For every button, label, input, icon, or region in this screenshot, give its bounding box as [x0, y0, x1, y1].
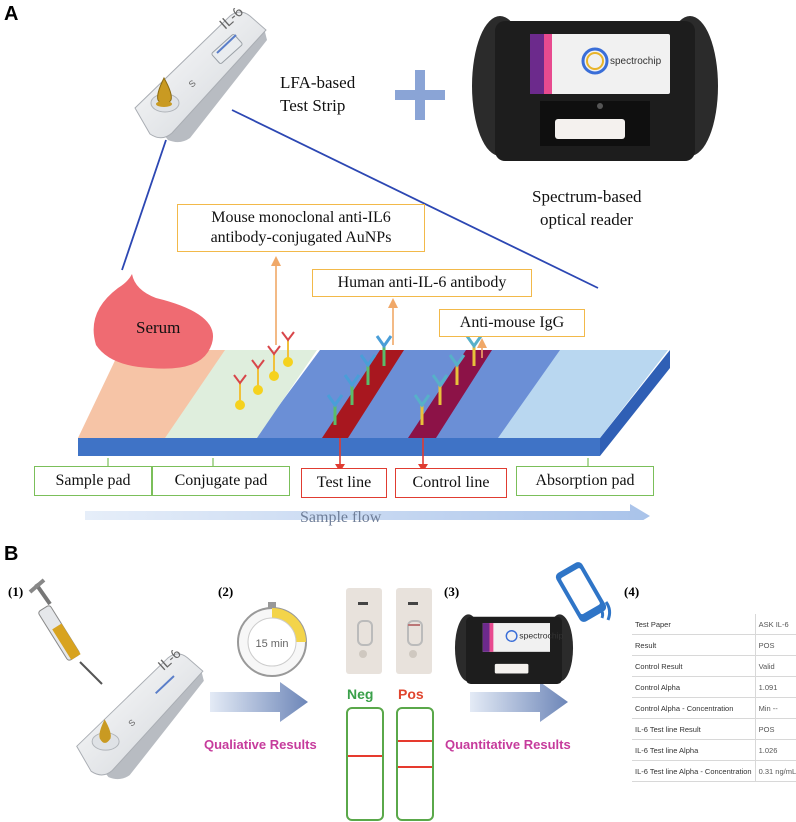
panel-b-reader-brand: spectrochip — [519, 630, 563, 640]
sample-pad-shape — [78, 350, 228, 438]
neg-strip-schematic — [346, 707, 384, 821]
reader-label-line1: Spectrum-based — [532, 187, 642, 206]
conjugate-callout-line2: antibody-conjugated AuNPs — [210, 229, 392, 246]
sample-pad-label: Sample pad — [34, 466, 152, 496]
test-line-antibodies — [326, 335, 393, 425]
arrow-to-reader — [470, 682, 568, 722]
conjugate-callout: Mouse monoclonal anti-IL6 antibody-conju… — [177, 204, 425, 252]
panel-b-letter: B — [4, 543, 19, 565]
panel-b-test-strip: IL-6 S — [76, 650, 204, 780]
step-3-label: (3) — [444, 584, 460, 599]
test-line-label: Test line — [301, 468, 387, 498]
test-strip-illustration: IL-6 S — [134, 8, 267, 143]
pos-test-line — [398, 766, 432, 768]
strip-label-line2: Test Strip — [280, 96, 346, 115]
plus-sign — [395, 70, 445, 120]
timer-label: 15 min — [255, 638, 288, 650]
test-line-shape — [322, 350, 404, 438]
control-line-shape — [408, 350, 492, 438]
panel-b-reader: spectrochip — [454, 614, 574, 684]
neg-label: Neg — [347, 686, 374, 702]
serum-drop — [93, 274, 214, 369]
reader-label-line2: optical reader — [540, 210, 633, 229]
neg-cassette-photo — [346, 588, 382, 674]
pos-strip-schematic — [396, 707, 434, 821]
smartphone-icon — [555, 562, 612, 622]
control-line-antibodies — [413, 335, 483, 425]
control-line-label: Control line — [395, 468, 507, 498]
conjugate-callout-line1: Mouse monoclonal anti-IL6 — [211, 209, 391, 226]
antimouse-igg-callout: Anti-mouse IgG — [439, 309, 585, 337]
aunp-conjugates — [233, 331, 295, 410]
optical-reader-illustration: spectrochip — [472, 16, 718, 161]
absorption-pad-shape — [498, 350, 668, 438]
serum-label: Serum — [136, 318, 181, 337]
strip-s-label: S — [187, 78, 198, 89]
human-antibody-callout: Human anti-IL-6 antibody — [312, 269, 532, 297]
panel-a-letter: A — [4, 3, 19, 25]
arrow-to-results — [210, 682, 308, 722]
lfa-strip-diagram — [78, 256, 670, 520]
syringe-icon — [28, 578, 103, 685]
step-4-label: (4) — [624, 584, 640, 599]
qualitative-results-label: Qualiative Results — [204, 737, 317, 752]
quantitative-results-label: Quantitative Results — [445, 737, 571, 752]
conjugate-pad-label: Conjugate pad — [152, 466, 290, 496]
pos-label: Pos — [398, 686, 424, 702]
step-1-label: (1) — [8, 584, 24, 599]
absorption-pad-label: Absorption pad — [516, 466, 654, 496]
pos-cassette-photo — [396, 588, 432, 674]
step-2-label: (2) — [218, 584, 234, 599]
reader-brand: spectrochip — [610, 56, 662, 67]
pos-control-line — [398, 740, 432, 742]
sample-flow-label: Sample flow — [300, 509, 382, 526]
strip-label-line1: LFA-based — [280, 73, 356, 92]
timer-icon: 15 min — [237, 602, 307, 677]
panel-b-strip-s: S — [126, 717, 137, 728]
neg-control-line — [348, 755, 382, 757]
sample-flow-arrow — [85, 504, 650, 520]
